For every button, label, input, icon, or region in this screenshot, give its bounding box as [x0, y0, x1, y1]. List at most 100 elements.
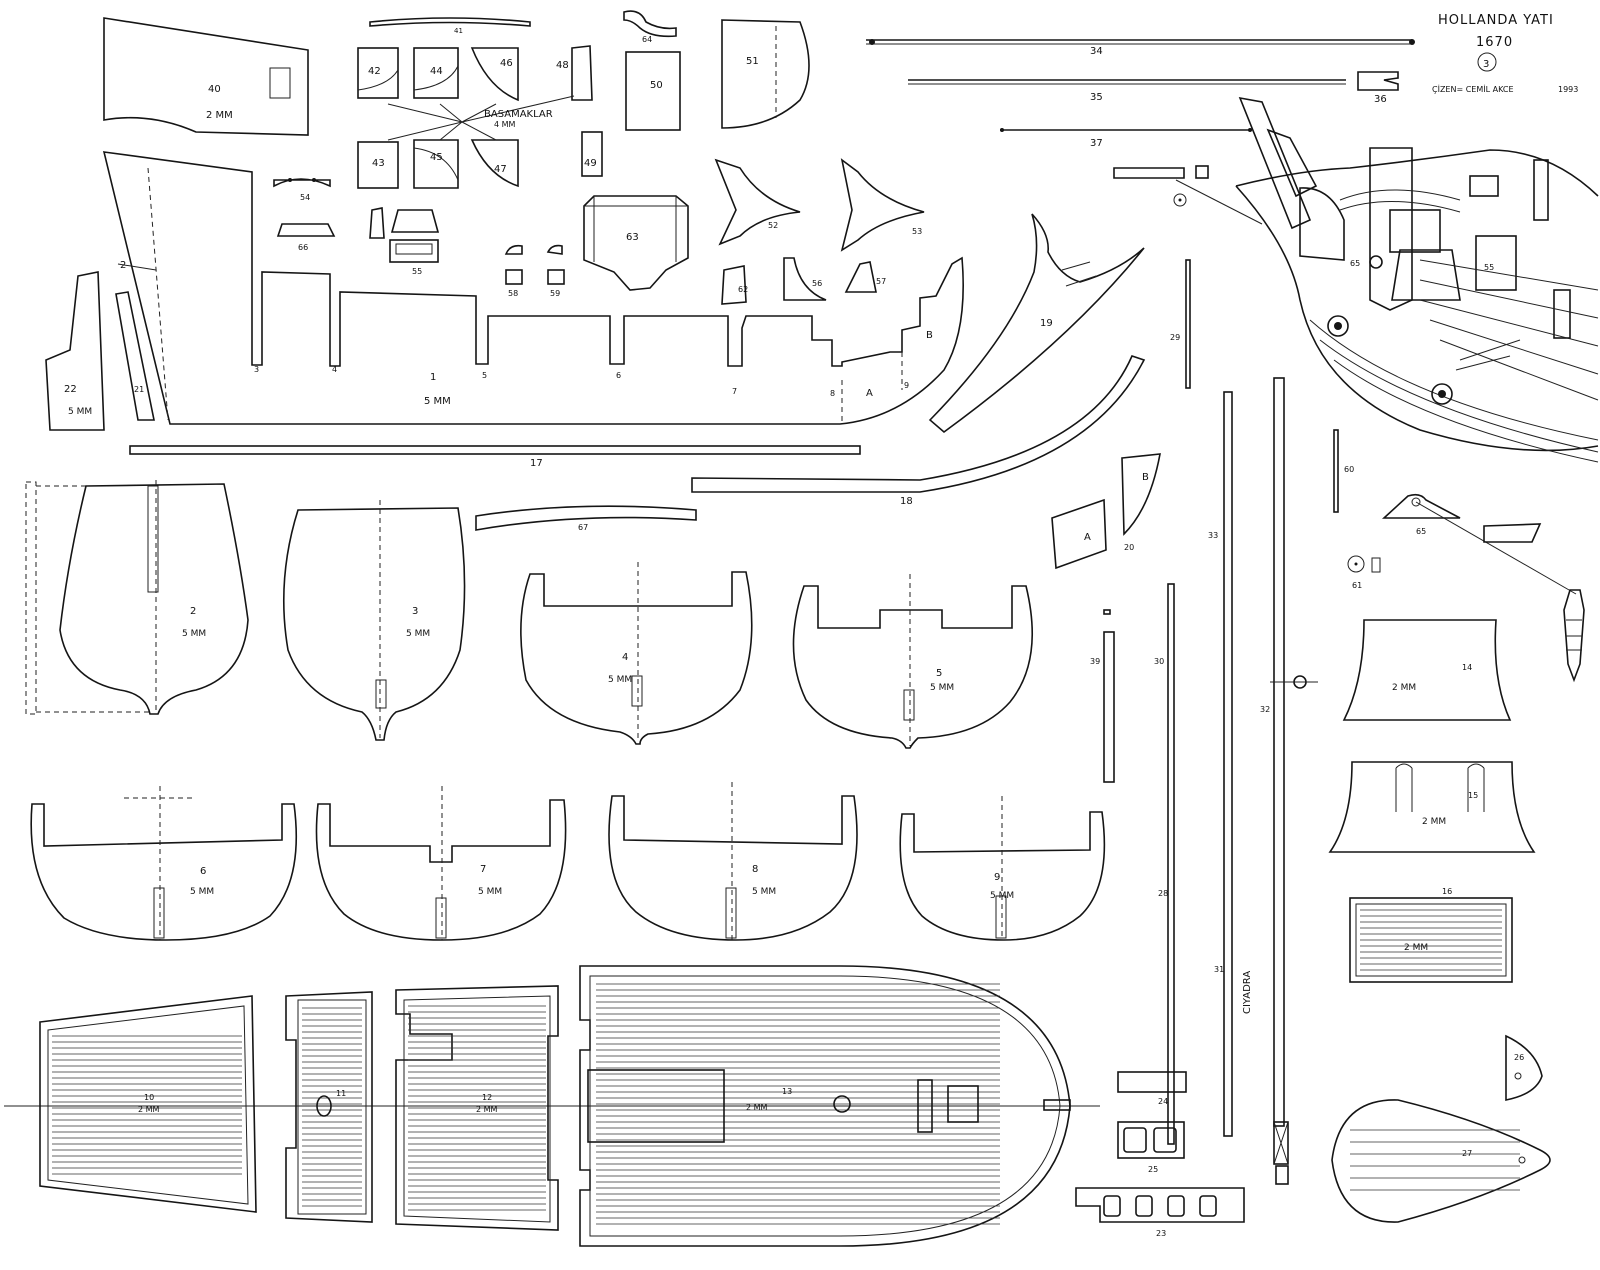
part-62: 62 — [721, 265, 748, 305]
frame-2: 2 5 MM — [25, 480, 249, 715]
deck-part-11: 11 — [285, 991, 373, 1223]
part-43-label: 43 — [372, 158, 385, 169]
part-44-label: 44 — [430, 66, 443, 77]
part-40-thickness: 2 MM — [206, 110, 233, 121]
part-25: 25 — [1117, 1121, 1185, 1174]
part-49-label: 49 — [584, 158, 597, 169]
part-26-label: 26 — [1514, 1053, 1524, 1062]
stairs-parts: 42 44 46 48 43 45 47 49 BASAMAKLAR 4 MM — [357, 45, 603, 189]
part-41-label: 41 — [454, 27, 463, 35]
title-year: 1670 — [1476, 35, 1513, 50]
part-52: 52 — [714, 158, 801, 246]
part-40: 40 2 MM — [103, 17, 309, 136]
part-12-label: 12 — [482, 1093, 492, 1102]
part-42-label: 42 — [368, 66, 381, 77]
part-27-label: 27 — [1462, 1149, 1472, 1158]
part-12-thickness: 2 MM — [476, 1105, 498, 1114]
frame-2-thickness: 5 MM — [182, 629, 206, 639]
part-33-label: 33 — [1208, 531, 1218, 540]
spar-33: 33 31 — [1208, 391, 1233, 1137]
part-36-label: 36 — [1374, 94, 1387, 105]
frame-8-label: 8 — [752, 864, 758, 875]
stairs-label: BASAMAKLAR — [484, 109, 553, 120]
frame-6-label: 6 — [200, 866, 206, 877]
part-28-label: 28 — [1158, 889, 1168, 898]
part-1-backbone: 1 5 MM 3 4 5 6 7 8 9 A B 2 — [102, 151, 964, 425]
part-63-label: 63 — [626, 232, 639, 243]
part-10-label: 10 — [144, 1093, 154, 1102]
deck-part-12: 12 2 MM — [395, 985, 559, 1231]
part-48-label: 48 — [556, 60, 569, 71]
part-67: 67 — [475, 505, 697, 532]
part-25-label: 25 — [1148, 1165, 1158, 1174]
part-56-label: 56 — [812, 279, 822, 288]
part-63: 63 — [583, 195, 689, 291]
frame-2-label: 2 — [190, 606, 196, 617]
part-21-label: 21 — [134, 385, 144, 394]
frame-5-label: 5 — [936, 668, 942, 679]
part-21: 21 — [115, 291, 155, 421]
spar-29: 29 — [1170, 259, 1191, 389]
spar-30: 30 28 — [1154, 583, 1175, 1145]
stairs-thickness: 4 MM — [494, 120, 516, 129]
mast-37: 37 — [1000, 128, 1252, 149]
part-22: 22 5 MM — [45, 271, 105, 431]
part-14-label: 14 — [1462, 663, 1472, 672]
part-19: 19 — [928, 213, 1145, 434]
deck-part-13: 13 2 MM — [579, 965, 1071, 1247]
part-50-label: 50 — [650, 80, 663, 91]
sheet-number-circle — [1477, 52, 1497, 72]
part-55-label: 55 — [412, 267, 422, 276]
frame-3-thickness: 5 MM — [406, 629, 430, 639]
part-34-label: 34 — [1090, 46, 1103, 57]
part-59: 59 — [546, 244, 565, 298]
part-61: 61 — [1347, 555, 1381, 590]
bow-part-65-label: 65 — [1350, 259, 1360, 268]
part-55: 55 — [369, 207, 440, 276]
part-A-label: A — [866, 388, 873, 399]
part-46-label: 46 — [500, 58, 513, 69]
frame-7: 7 5 MM — [315, 786, 567, 941]
part-1-thickness: 5 MM — [424, 396, 451, 407]
frame-3-label: 3 — [412, 606, 418, 617]
frame-slot-8: 8 — [830, 389, 835, 398]
frame-4-label: 4 — [622, 652, 628, 663]
part-10-thickness: 2 MM — [138, 1105, 160, 1114]
part-17: 17 — [129, 445, 861, 469]
part-64: 64 — [623, 10, 677, 44]
part-20-B-label: B — [1142, 472, 1149, 483]
part-51-label: 51 — [746, 56, 759, 67]
part-40-label: 40 — [208, 84, 221, 95]
part-27: 27 — [1331, 1099, 1551, 1223]
part-60-label: 60 — [1344, 465, 1354, 474]
part-20-A-label: A — [1084, 532, 1091, 543]
frame-slot-7: 7 — [732, 387, 737, 396]
part-57: 57 — [844, 261, 886, 293]
part-39-label: 39 — [1090, 657, 1100, 666]
part-36: 36 — [1357, 71, 1399, 105]
part-23: 23 — [1075, 1187, 1245, 1238]
part-50: 50 — [625, 51, 681, 131]
bow-perspective-drawing: 65 55 — [1175, 96, 1599, 463]
frame-9: 9 5 MM — [899, 796, 1106, 941]
spar-32: 32 — [1260, 377, 1318, 1185]
small-fittings — [1113, 165, 1209, 207]
author-year: 1993 — [1558, 85, 1578, 94]
part-62-label: 62 — [738, 285, 748, 294]
frame-9-label: 9 — [994, 872, 1000, 883]
part-15: 15 2 MM — [1328, 761, 1536, 853]
author-text: ÇİZEN= CEMİL AKCE — [1432, 84, 1514, 94]
spar-39: 39 — [1090, 609, 1115, 783]
frame-8: 8 5 MM — [608, 782, 858, 941]
part-67-label: 67 — [578, 523, 588, 532]
frame-8-thickness: 5 MM — [752, 887, 776, 897]
frame-7-thickness: 5 MM — [478, 887, 502, 897]
part-20: A B 20 — [1051, 453, 1161, 570]
frame-slot-4: 4 — [332, 365, 337, 374]
frame-9-thickness: 5 MM — [990, 891, 1014, 901]
mast-35: 35 — [908, 79, 1346, 103]
spar-60: 60 — [1333, 429, 1354, 513]
part-47-label: 47 — [494, 164, 507, 175]
frame-3: 3 5 MM — [282, 500, 466, 741]
part-1-label: 1 — [430, 372, 436, 383]
